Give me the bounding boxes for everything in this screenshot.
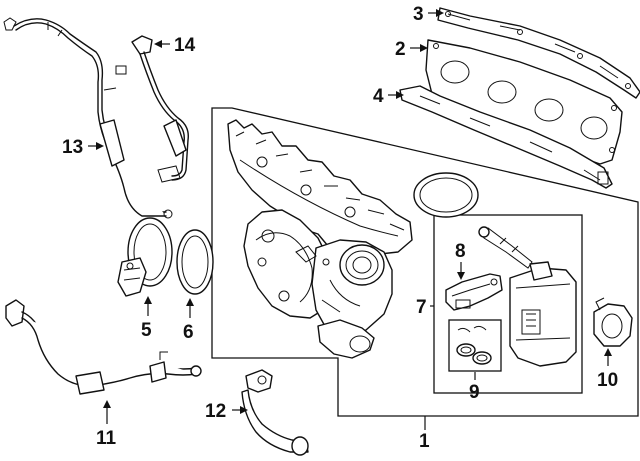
callout-11: 11 <box>96 428 117 449</box>
callout-2: 2 <box>395 39 406 60</box>
ring-gasket-6 <box>176 229 214 295</box>
outlet-pipe-12 <box>241 369 309 456</box>
callout-8: 8 <box>455 241 466 262</box>
oil-line-13 <box>3 17 173 219</box>
leader-lines <box>88 9 612 430</box>
callout-9: 9 <box>469 382 480 403</box>
clip-kit-box-9 <box>448 319 502 372</box>
callout-10: 10 <box>597 370 618 391</box>
turbocharger-manifold-1 <box>227 119 413 359</box>
callout-14: 14 <box>174 35 196 56</box>
callout-1: 1 <box>419 431 430 452</box>
seal-ring <box>413 172 479 218</box>
actuator-7 <box>478 226 577 367</box>
callout-7: 7 <box>416 297 427 318</box>
coolant-line-11 <box>5 299 202 395</box>
callout-12: 12 <box>205 401 226 422</box>
heat-shield-strip-4 <box>399 85 613 189</box>
oil-line-14 <box>131 35 189 183</box>
sensor-10 <box>593 297 633 347</box>
clips-9 <box>456 325 492 365</box>
gasket-strip-3 <box>437 7 640 99</box>
callout-6: 6 <box>183 322 194 343</box>
callout-13: 13 <box>62 137 83 158</box>
clamp-5 <box>117 217 173 297</box>
assembly-box <box>211 107 639 417</box>
solenoid-bracket-8 <box>445 273 503 311</box>
callout-5: 5 <box>141 320 152 341</box>
callout-4: 4 <box>373 86 384 107</box>
sub-assembly-box-7 <box>433 214 583 394</box>
callout-3: 3 <box>413 4 424 25</box>
callout-labels: 3 2 4 14 13 5 6 8 7 9 10 11 12 1 <box>62 4 618 452</box>
